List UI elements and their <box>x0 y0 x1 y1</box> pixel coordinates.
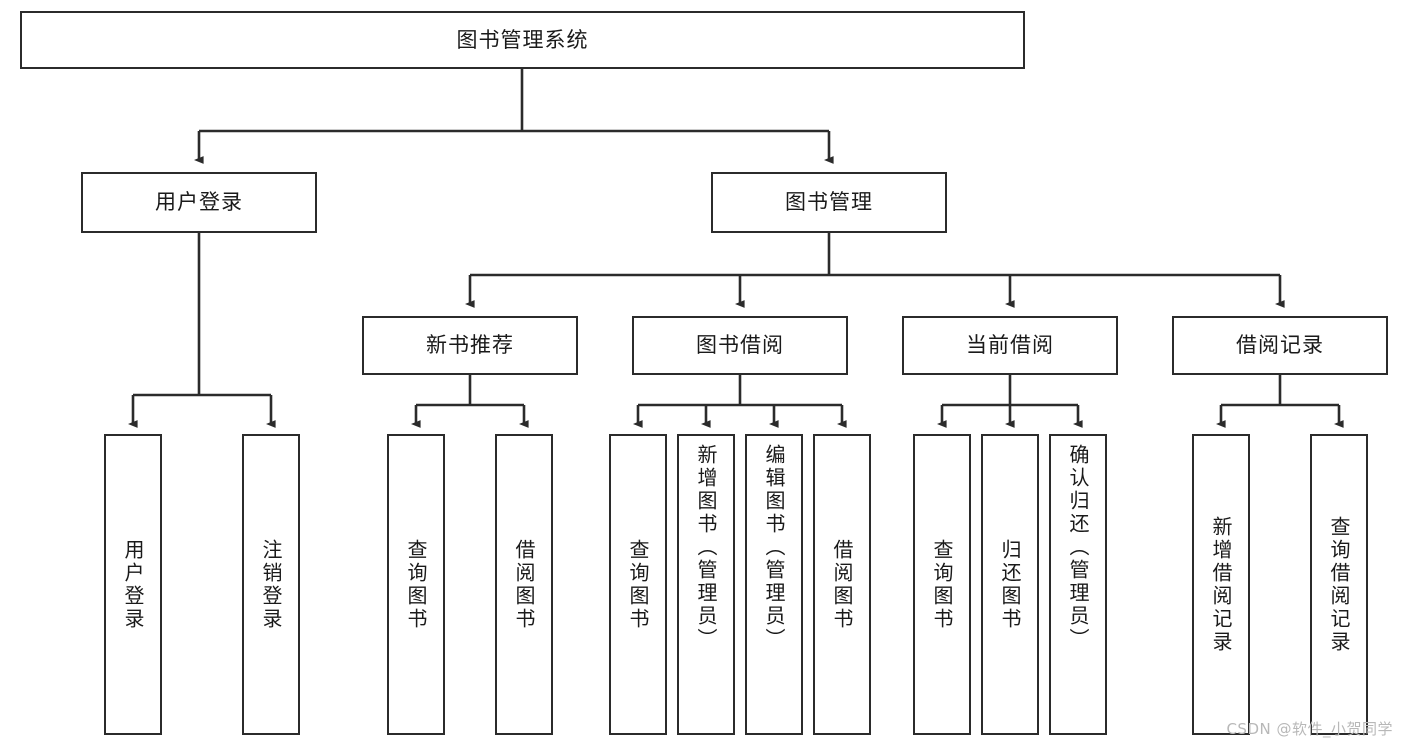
node-label: 新增图书（管理员） <box>694 444 718 651</box>
node-label: 确认归还（管理员） <box>1066 444 1090 651</box>
node-label: 借阅图书 <box>512 538 536 631</box>
node-label: 当前借阅 <box>966 333 1054 358</box>
node-label: 查询图书 <box>404 538 428 631</box>
leaf-return-book[interactable]: 归还图书 <box>981 434 1039 735</box>
node-label: 图书管理系统 <box>456 27 589 52</box>
leaf-confirm-return-admin[interactable]: 确认归还（管理员） <box>1049 434 1107 735</box>
node-borrow-record[interactable]: 借阅记录 <box>1172 316 1388 375</box>
node-label: 用户登录 <box>155 190 243 215</box>
node-label: 借阅图书 <box>830 538 854 631</box>
leaf-query-borrow-record[interactable]: 查询借阅记录 <box>1310 434 1368 735</box>
leaf-borrow-book-recommend[interactable]: 借阅图书 <box>495 434 553 735</box>
node-book-borrow[interactable]: 图书借阅 <box>632 316 848 375</box>
node-label: 编辑图书（管理员） <box>762 444 786 651</box>
leaf-add-borrow-record[interactable]: 新增借阅记录 <box>1192 434 1250 735</box>
leaf-add-book-admin[interactable]: 新增图书（管理员） <box>677 434 735 735</box>
node-new-book-recommend[interactable]: 新书推荐 <box>362 316 578 375</box>
csdn-watermark: CSDN @软件_小贺同学 <box>1226 720 1393 738</box>
node-label: 查询图书 <box>626 538 650 631</box>
node-label: 图书借阅 <box>696 333 784 358</box>
node-book-management[interactable]: 图书管理 <box>711 172 947 233</box>
leaf-query-book-recommend[interactable]: 查询图书 <box>387 434 445 735</box>
leaf-user-logout[interactable]: 注销登录 <box>242 434 300 735</box>
node-label: 归还图书 <box>998 538 1022 631</box>
node-book-management-system[interactable]: 图书管理系统 <box>20 11 1025 69</box>
node-label: 注销登录 <box>259 538 283 631</box>
leaf-borrow-book[interactable]: 借阅图书 <box>813 434 871 735</box>
leaf-query-book-borrow[interactable]: 查询图书 <box>609 434 667 735</box>
node-label: 查询借阅记录 <box>1327 515 1351 654</box>
node-current-borrow[interactable]: 当前借阅 <box>902 316 1118 375</box>
node-label: 借阅记录 <box>1236 333 1324 358</box>
leaf-user-login[interactable]: 用户登录 <box>104 434 162 735</box>
node-label: 新增借阅记录 <box>1209 515 1233 654</box>
node-label: 用户登录 <box>121 538 145 631</box>
leaf-query-book-current[interactable]: 查询图书 <box>913 434 971 735</box>
node-user-login[interactable]: 用户登录 <box>81 172 317 233</box>
leaf-edit-book-admin[interactable]: 编辑图书（管理员） <box>745 434 803 735</box>
node-label: 查询图书 <box>930 538 954 631</box>
node-label: 新书推荐 <box>426 333 514 358</box>
node-label: 图书管理 <box>785 190 873 215</box>
